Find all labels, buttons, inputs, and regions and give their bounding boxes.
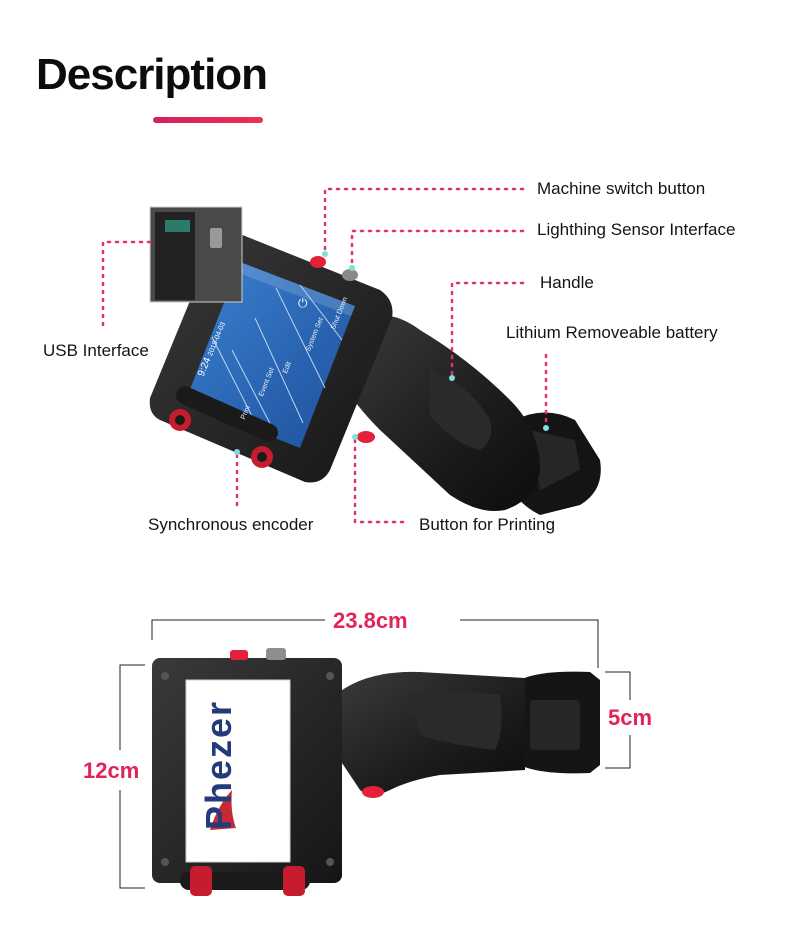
callout-dots bbox=[234, 251, 549, 455]
label-encoder: Synchronous encoder bbox=[148, 515, 314, 534]
printer-top-view bbox=[149, 206, 601, 515]
power-icon: ⏻ bbox=[298, 296, 308, 310]
page-title: Description bbox=[36, 50, 268, 99]
title-underline bbox=[153, 117, 263, 123]
brand-logo-text: Phezer bbox=[198, 699, 239, 830]
dimension-width: 23.8cm bbox=[333, 608, 408, 633]
dimension-handle: 5cm bbox=[608, 705, 653, 730]
label-battery: Lithium Removeable battery bbox=[506, 323, 718, 342]
label-handle: Handle bbox=[540, 273, 594, 292]
callout-lines bbox=[101, 187, 548, 524]
label-usb: USB Interface bbox=[43, 341, 149, 360]
label-print-button: Button for Printing bbox=[419, 515, 556, 534]
dimension-height: 12cm bbox=[83, 758, 140, 783]
label-light-sensor: Lighthing Sensor Interface bbox=[537, 220, 736, 239]
printer-side-view bbox=[152, 648, 600, 896]
label-machine-switch: Machine switch button bbox=[537, 179, 706, 198]
dimension-lines bbox=[119, 619, 631, 889]
